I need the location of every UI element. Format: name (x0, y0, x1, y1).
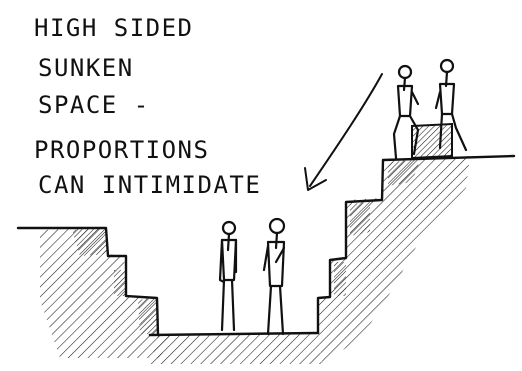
pit-floor (148, 331, 320, 337)
caption-line-5: CAN INTIMIDATE (38, 171, 261, 199)
caption-line-2: SUNKEN (38, 54, 134, 82)
ground-section (16, 122, 516, 364)
figure-top-left (392, 64, 420, 160)
right-bank-dense (334, 160, 420, 296)
figure-pit-right (262, 217, 286, 336)
caption-line-1: HIGH SIDED (34, 14, 194, 42)
left-bank (40, 228, 170, 358)
caption-line-3: SPACE - (38, 91, 150, 119)
arrow-icon (304, 73, 383, 191)
caption-line-4: PROPORTIONS (34, 136, 209, 164)
pit-floor-fill (150, 334, 322, 364)
left-steps-outline (16, 226, 160, 337)
caption: HIGH SIDED SUNKEN SPACE - PROPORTIONS CA… (34, 14, 261, 199)
figure-top-right (434, 58, 468, 152)
figure-pit-left (218, 220, 238, 332)
right-steps-outline (316, 154, 516, 335)
left-bank-dense (72, 228, 158, 334)
